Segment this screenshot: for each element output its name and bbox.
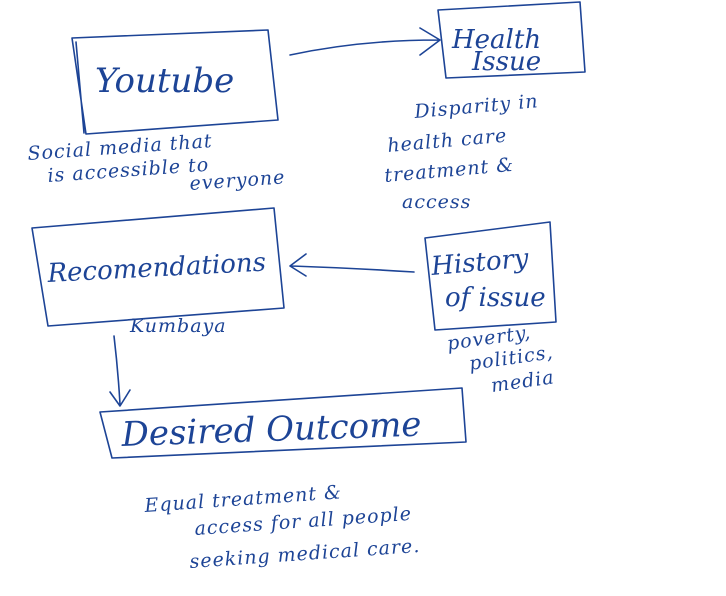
outcome-note-3: seeking medical care. bbox=[189, 535, 421, 573]
history-node: History of issue poverty, politics, medi… bbox=[424, 221, 557, 397]
health-issue-node: Health Issue Disparity in health care tr… bbox=[384, 1, 586, 213]
youtube-box bbox=[71, 29, 279, 135]
health-note-3: treatment & bbox=[384, 154, 515, 187]
health-issue-box bbox=[437, 1, 586, 79]
health-note-2: health care bbox=[387, 125, 509, 157]
history-box bbox=[424, 221, 557, 331]
history-title-1: History bbox=[429, 244, 530, 283]
youtube-node: Youtube Social media that is accessible … bbox=[27, 29, 286, 195]
outcome-node: Desired Outcome Equal treatment & access… bbox=[99, 387, 467, 573]
youtube-title: Youtube bbox=[95, 61, 234, 101]
history-title-2: of issue bbox=[445, 283, 546, 313]
health-note-4: access bbox=[402, 191, 471, 213]
arrow-recommendations-to-outcome bbox=[109, 335, 131, 407]
arrow-history-to-recommendations bbox=[289, 253, 415, 277]
health-issue-title-1: Health bbox=[451, 25, 541, 55]
arrow-youtube-to-health bbox=[289, 27, 441, 56]
recommendations-title: Recomendations bbox=[46, 248, 267, 289]
health-issue-title-2: Issue bbox=[471, 47, 541, 77]
recommendations-node: Recomendations Kumbaya bbox=[31, 207, 285, 337]
recommendations-box bbox=[31, 207, 285, 327]
recommendations-note: Kumbaya bbox=[129, 315, 227, 337]
outcome-box bbox=[99, 387, 467, 459]
health-note-1: Disparity in bbox=[413, 90, 540, 123]
outcome-title: Desired Outcome bbox=[120, 405, 422, 455]
